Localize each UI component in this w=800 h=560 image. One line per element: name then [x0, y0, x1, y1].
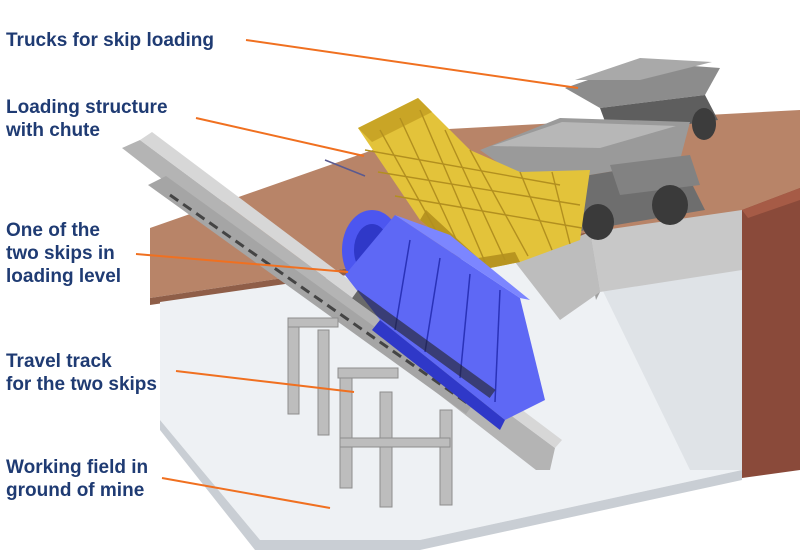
brick-wall — [742, 188, 800, 478]
label-skip-in-loading-level: One of the two skips in loading level — [6, 219, 121, 288]
label-skip-line-1: One of the — [6, 220, 100, 241]
label-loading-line-2: with chute — [6, 120, 100, 141]
label-trucks-line-1: Trucks for skip loading — [6, 30, 214, 51]
partition-wall — [590, 210, 742, 292]
track-supports — [287, 317, 453, 508]
label-field-line-2: ground of mine — [6, 480, 145, 501]
leader-loading — [195, 117, 365, 157]
label-track-line-1: Travel track — [6, 351, 112, 372]
floor-shade — [590, 240, 742, 470]
leader-field — [161, 477, 331, 509]
label-trucks-for-skip-loading: Trucks for skip loading — [6, 29, 214, 52]
label-track-line-2: for the two skips — [6, 374, 157, 395]
label-working-field: Working field in ground of mine — [6, 456, 148, 502]
label-loading-line-1: Loading structure — [6, 97, 168, 118]
label-travel-track: Travel track for the two skips — [6, 350, 157, 396]
label-skip-line-2: two skips in — [6, 243, 115, 264]
label-field-line-1: Working field in — [6, 457, 149, 478]
label-skip-line-3: loading level — [6, 266, 122, 287]
skip-vessel — [342, 210, 545, 430]
leader-track — [175, 370, 355, 393]
leader-skip — [135, 253, 349, 273]
leader-lines — [135, 39, 579, 509]
brick-wall-top — [742, 188, 800, 218]
leader-trucks — [245, 39, 579, 89]
label-loading-structure: Loading structure with chute — [6, 96, 168, 142]
